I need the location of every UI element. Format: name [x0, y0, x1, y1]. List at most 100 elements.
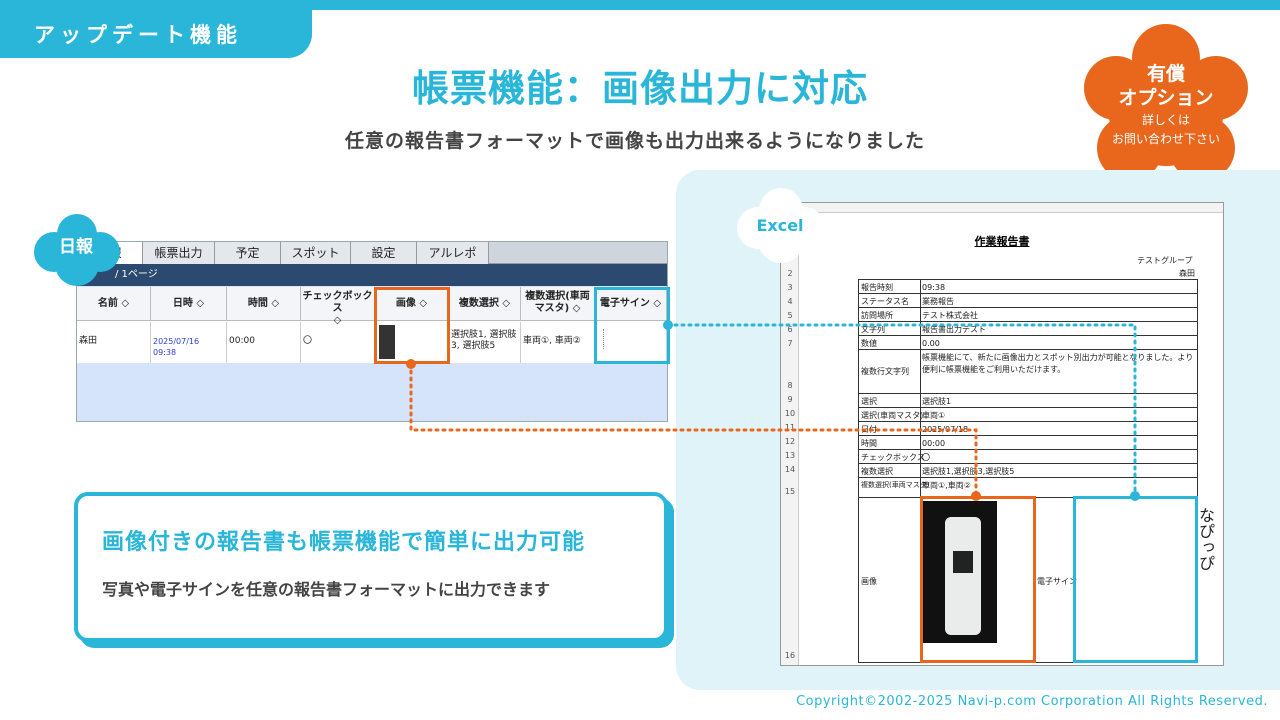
- device-image: [945, 517, 981, 635]
- paid-option-badge: [1084, 24, 1248, 181]
- exported-image-highlight: [920, 496, 1036, 663]
- col-multi-label: 複数選択: [458, 298, 499, 309]
- form-label: 複数選択: [861, 467, 893, 476]
- excel-label: Excel: [756, 216, 804, 235]
- form-row: 日付 2025/07/18: [859, 422, 1197, 436]
- form-row: 複数行文字列 帳票機能にて、新たに画像出力とスポット別出力が可能となりました。より…: [859, 350, 1197, 394]
- col-multi-select[interactable]: 複数選択 ◇: [449, 287, 521, 321]
- page-title: 帳票機能：画像出力に対応: [412, 67, 868, 110]
- form-row: 文字列 報告書出力テスト: [859, 322, 1197, 336]
- form-label: 日付: [861, 425, 877, 434]
- page-indicator: / 1ページ: [77, 264, 667, 286]
- tab-spot[interactable]: スポット: [281, 242, 351, 264]
- row-number: 9: [787, 395, 793, 404]
- top-accent-bar: [0, 0, 1280, 10]
- page-subtitle: 任意の報告書フォーマットで画像も出力出来るようになりました: [344, 130, 925, 152]
- row-number: 11: [784, 423, 796, 432]
- form-label: 選択(車両マスタ): [861, 411, 924, 420]
- report-photo[interactable]: [923, 501, 997, 643]
- col-image-label: 画像: [395, 298, 416, 309]
- form-value: 帳票機能にて、新たに画像出力とスポット別出力が可能となりました。より便利に帳票機…: [922, 353, 1194, 374]
- column-header-bar: [799, 203, 1223, 213]
- sheet-person: 森田: [1179, 269, 1195, 278]
- row-number: 3: [787, 283, 793, 292]
- col-name[interactable]: 名前 ◇: [77, 287, 151, 321]
- form-value: 選択肢1,選択肢3,選択肢5: [922, 467, 1015, 476]
- form-label: 文字列: [861, 325, 885, 334]
- badge-details: 詳しくは: [1141, 113, 1190, 127]
- row-number: 5: [787, 311, 793, 320]
- row-number: 15: [784, 487, 796, 496]
- sheet-group: テストグループ: [1137, 256, 1193, 265]
- form-row: 訪問場所 テスト株式会社: [859, 308, 1197, 322]
- daily-cloud-label: [34, 214, 120, 286]
- col-signature-label: 電子サイン: [599, 298, 650, 309]
- form-row: 報告時刻 09:38: [859, 280, 1197, 294]
- form-row: 複数選択(車両マスタ)車両①,車両②: [859, 478, 1197, 498]
- form-label: ステータス名: [861, 297, 909, 306]
- signature-column-highlight: [594, 287, 670, 364]
- cell-time: 00:00: [227, 322, 301, 363]
- thumbnail-image[interactable]: [379, 325, 395, 359]
- form-label: 複数選択(車両マスタ): [861, 481, 930, 489]
- form-value: テスト株式会社: [922, 311, 978, 320]
- row-number: 16: [784, 651, 796, 660]
- report-table: 名前 ◇ 日時 ◇ 時間 ◇ チェックボックス◇ 画像 ◇ 複数選択 ◇ 複数選…: [77, 287, 667, 363]
- form-value: 0.00: [922, 339, 940, 348]
- tab-form-output[interactable]: 帳票出力: [143, 242, 215, 264]
- feature-callout: 画像付きの報告書も帳票機能で簡単に出力可能 写真や電子サインを任意の報告書フォー…: [74, 492, 668, 642]
- badge-option: オプション: [1118, 87, 1214, 109]
- signature-label: 電子サイン: [1037, 577, 1077, 586]
- excel-cloud-label: [737, 188, 825, 263]
- form-value: 報告書出力テスト: [922, 325, 986, 334]
- col-multi-vehicle[interactable]: 複数選択(車両マスタ) ◇: [521, 287, 595, 321]
- form-label: 訪問場所: [861, 311, 893, 320]
- tab-schedule[interactable]: 予定: [215, 242, 281, 264]
- signature-thumbnail: [603, 329, 615, 349]
- form-label: 数値: [861, 339, 877, 348]
- col-multi-vehicle-label: 複数選択(車両マスタ): [525, 291, 590, 314]
- form-value: 〇: [922, 453, 930, 462]
- form-label: 複数行文字列: [861, 367, 909, 376]
- cell-name: 森田: [77, 322, 151, 363]
- app-tabs: 日報 帳票出力 予定 スポット 設定 アルレポ: [77, 242, 667, 264]
- copyright: Copyright©2002-2025 Navi-p.com Corporati…: [796, 694, 1268, 709]
- badge-text: 有償 オプション 詳しくは お問い合わせ下さい: [1082, 62, 1250, 148]
- tab-alrepo[interactable]: アルレポ: [417, 242, 489, 264]
- form-value: 09:38: [922, 283, 946, 292]
- row-number: 2: [787, 269, 793, 278]
- form-label: 選択: [861, 397, 877, 406]
- cell-checkbox: 〇: [301, 322, 375, 363]
- row-number: 14: [784, 465, 796, 474]
- form-value: 00:00: [922, 439, 946, 448]
- row-number: 8: [787, 381, 793, 390]
- form-row: チェックボックス〇: [859, 450, 1197, 464]
- col-datetime-label: 日時: [172, 298, 193, 309]
- form-label: 報告時刻: [861, 283, 893, 292]
- tab-settings[interactable]: 設定: [351, 242, 417, 264]
- col-datetime[interactable]: 日時 ◇: [151, 287, 227, 321]
- cell-datetime[interactable]: 2025/07/16 09:38: [151, 322, 227, 363]
- col-time-label: 時間: [247, 298, 268, 309]
- col-checkbox-label: チェックボックス: [302, 291, 373, 314]
- device-screen: [953, 551, 973, 573]
- col-signature[interactable]: 電子サイン ◇: [595, 287, 667, 321]
- cell-multi: 選択肢1, 選択肢3, 選択肢5: [449, 322, 521, 363]
- col-checkbox[interactable]: チェックボックス◇: [301, 287, 375, 326]
- form-row: ステータス名 業務報告: [859, 294, 1197, 308]
- col-time[interactable]: 時間 ◇: [227, 287, 301, 321]
- exported-signature-highlight: [1073, 496, 1198, 663]
- form-row: 選択 選択肢1: [859, 394, 1197, 408]
- form-row: 選択(車両マスタ)車両①: [859, 408, 1197, 422]
- callout-title: 画像付きの報告書も帳票機能で簡単に出力可能: [102, 530, 586, 555]
- form-label: チェックボックス: [861, 453, 925, 462]
- row-number: 6: [787, 325, 793, 334]
- signature-image: なぴっぴ: [1196, 507, 1215, 571]
- form-value: 業務報告: [922, 297, 954, 306]
- image-column-highlight: [374, 287, 450, 364]
- form-value: 2025/07/18: [922, 425, 969, 434]
- badge-contact: お問い合わせ下さい: [1111, 132, 1220, 146]
- form-value: 選択肢1: [922, 397, 952, 406]
- image-label: 画像: [861, 577, 877, 586]
